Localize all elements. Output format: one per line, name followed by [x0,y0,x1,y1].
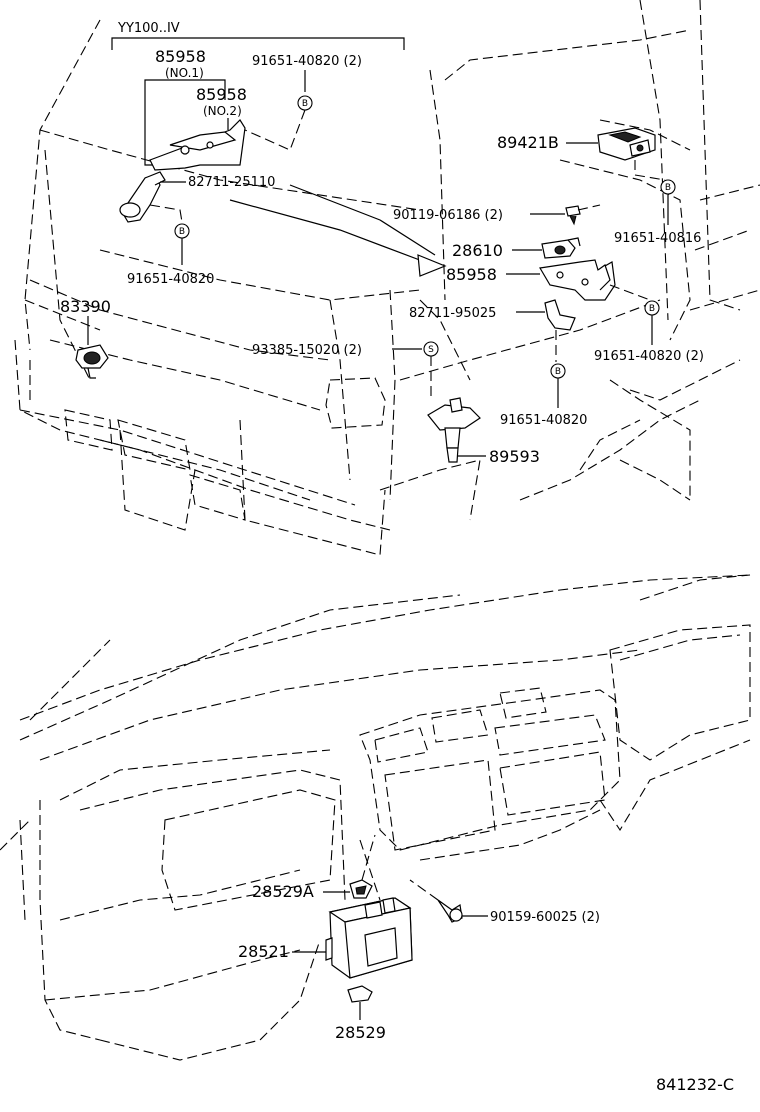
label-28521: 28521 [238,942,289,961]
sensor-89593 [427,397,481,463]
svg-text:B: B [555,367,561,377]
bolt-mark-b-left: B [174,223,190,239]
label-85958-no2: 85958 [196,85,247,104]
bolt-90119-06186 [565,205,581,226]
label-85958-no1-sub: (NO.1) [165,66,204,80]
svg-text:B: B [179,227,185,237]
s-mark-text: S [428,345,434,355]
model-range-bracket: YY100..IV [111,21,405,50]
bracket-85958-right [539,259,616,301]
label-90119-06186: 90119-06186 (2) [393,208,503,223]
label-91651-40820-left: 91651-40820 [127,272,214,287]
clip-82711-95025 [544,299,576,331]
sensor-83390 [75,344,109,379]
relay-28610 [541,237,581,259]
label-91651-40820-2-top: 91651-40820 (2) [252,54,362,69]
bolt-mark-b-top: B [297,95,313,111]
bolt-mark-b-mid: B [550,363,566,379]
label-85958-no2-sub: (NO.2) [203,104,242,118]
svg-text:B: B [649,304,655,314]
clip-82711-25110 [119,171,166,223]
vehicle-front-outline [14,0,760,556]
label-91651-40820-mid: 91651-40820 [500,413,587,428]
label-89593: 89593 [489,447,540,466]
label-82711-25110: 82711-25110 [188,175,275,190]
label-90159-60025: 90159-60025 (2) [490,910,600,925]
label-85958-no1: 85958 [155,47,206,66]
label-91651-40816: 91651-40816 [614,231,701,246]
drawing-code: 841232-C [656,1075,734,1094]
bracket-85958-assembly [149,119,246,171]
screw-mark-s: S [423,341,439,357]
label-91651-40820-2-right: 91651-40820 (2) [594,349,704,364]
label-89421b: 89421B [497,133,559,152]
label-82711-95025: 82711-95025 [409,306,496,321]
model-range-label: YY100..IV [117,21,180,36]
label-85958-right: 85958 [446,265,497,284]
screw-90159-60025 [437,899,463,923]
bolt-mark-b-89421b: B [660,179,676,195]
bolt-mark-b-right: B [644,300,660,316]
clip-28529a [349,879,373,899]
label-83390: 83390 [60,297,111,316]
dashboard-outline [0,574,751,1061]
label-28610: 28610 [452,241,503,260]
b-mark-text: B [302,99,308,109]
label-28529: 28529 [335,1023,386,1042]
ecu-28521 [325,897,413,979]
unit-89421b [597,127,656,161]
label-93385-15020: 93385-15020 (2) [252,343,362,358]
label-28529a: 28529A [252,882,314,901]
svg-text:B: B [665,183,671,193]
clip-28529 [347,985,373,1003]
